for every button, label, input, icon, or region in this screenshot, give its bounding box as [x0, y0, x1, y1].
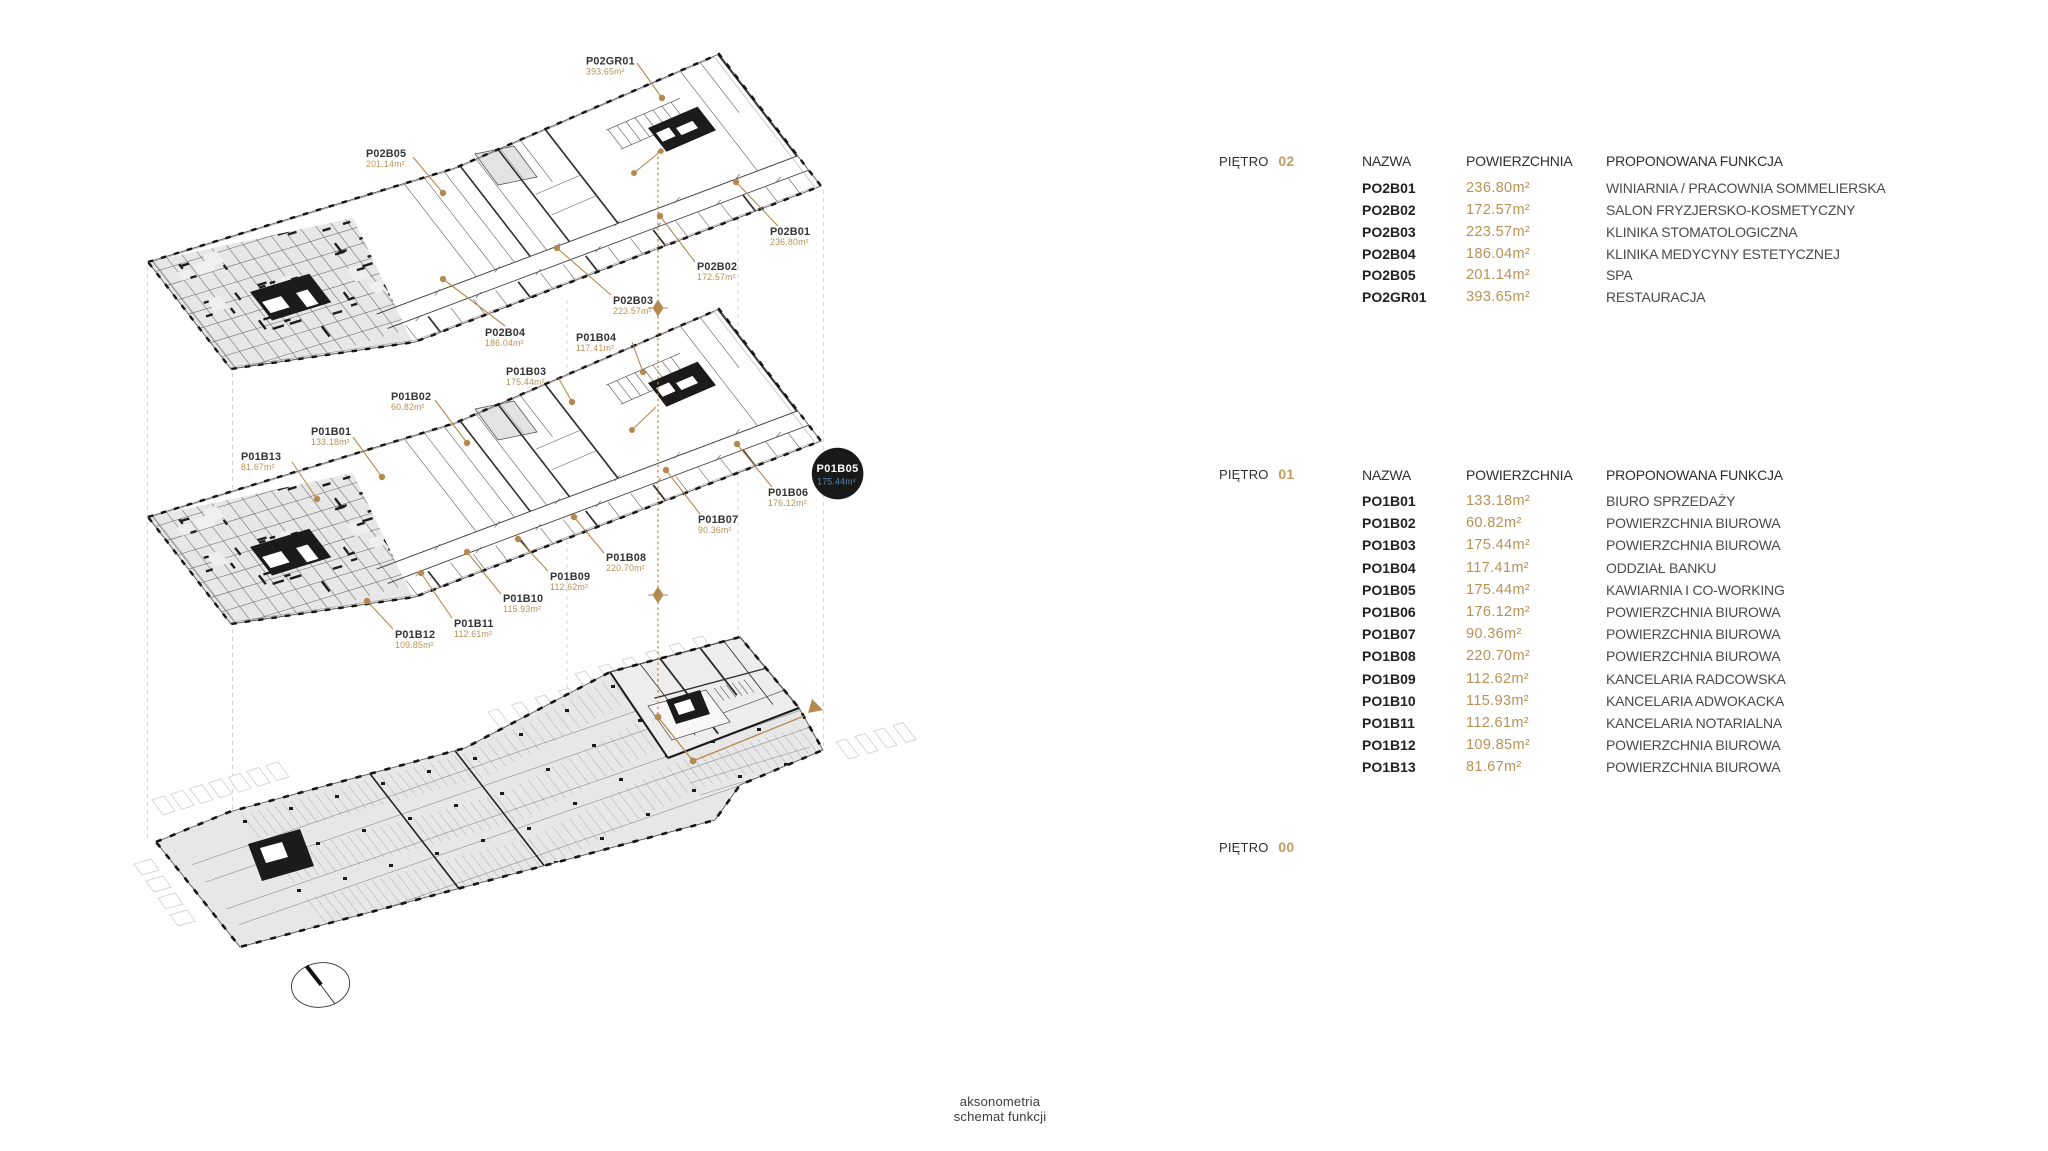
svg-text:P02B02: P02B02 — [697, 261, 737, 273]
svg-text:P01B05: P01B05 — [817, 463, 859, 475]
svg-text:P02B05: P02B05 — [366, 148, 406, 160]
svg-text:133.18m²: 133.18m² — [311, 437, 350, 447]
svg-text:P02B01: P02B01 — [770, 226, 810, 238]
svg-text:112.62m²: 112.62m² — [550, 582, 588, 592]
svg-text:223.57m²: 223.57m² — [613, 306, 652, 316]
svg-text:220.70m²: 220.70m² — [606, 563, 645, 573]
svg-text:115.93m²: 115.93m² — [503, 604, 541, 614]
svg-text:186.04m²: 186.04m² — [485, 338, 524, 348]
svg-text:P01B06: P01B06 — [768, 487, 808, 499]
svg-text:60.82m²: 60.82m² — [391, 402, 425, 412]
svg-text:175.44m²: 175.44m² — [506, 377, 545, 387]
svg-text:236.80m²: 236.80m² — [770, 237, 809, 247]
svg-text:P02GR01: P02GR01 — [586, 56, 635, 68]
svg-text:P01B09: P01B09 — [550, 571, 590, 583]
svg-text:117.41m²: 117.41m² — [576, 343, 614, 353]
svg-text:P01B13: P01B13 — [241, 451, 281, 463]
svg-text:P01B07: P01B07 — [698, 514, 738, 526]
svg-text:P01B11: P01B11 — [454, 618, 494, 630]
svg-text:P01B01: P01B01 — [311, 426, 351, 438]
svg-text:P01B02: P01B02 — [391, 391, 431, 403]
svg-text:393.65m²: 393.65m² — [586, 67, 625, 77]
svg-text:201.14m²: 201.14m² — [366, 159, 405, 169]
svg-text:P02B04: P02B04 — [485, 327, 525, 339]
svg-text:P01B12: P01B12 — [395, 629, 435, 641]
svg-text:P01B08: P01B08 — [606, 552, 646, 564]
svg-text:109.85m²: 109.85m² — [395, 640, 434, 650]
svg-text:P01B04: P01B04 — [576, 332, 616, 344]
svg-text:81.67m²: 81.67m² — [241, 462, 275, 472]
svg-text:P01B03: P01B03 — [506, 366, 546, 378]
svg-text:175.44m²: 175.44m² — [817, 477, 856, 487]
svg-text:P01B10: P01B10 — [503, 593, 543, 605]
svg-text:172.57m²: 172.57m² — [697, 272, 736, 282]
svg-text:112.61m²: 112.61m² — [454, 629, 492, 639]
svg-text:176.12m²: 176.12m² — [768, 498, 807, 508]
svg-text:90.36m²: 90.36m² — [698, 525, 732, 535]
svg-text:P02B03: P02B03 — [613, 295, 653, 307]
